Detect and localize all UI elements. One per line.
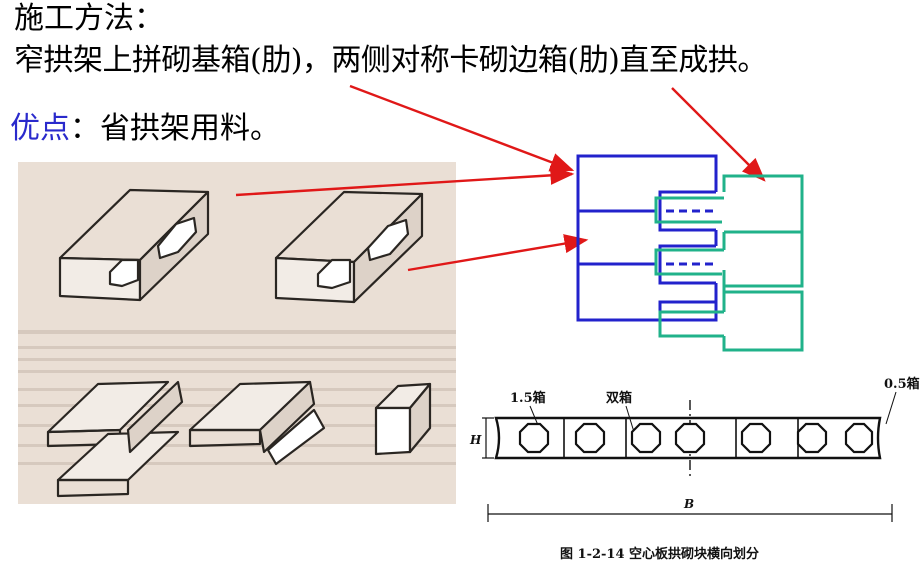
section-heading: 施工方法：	[14, 1, 164, 36]
construction-description: 窄拱架上拼砌基箱(肋)，两侧对称卡砌边箱(肋)直至成拱。	[14, 43, 767, 78]
advantage-line: 优点：省拱架用料。	[10, 112, 280, 146]
label-1-5-box: 1.5箱	[510, 390, 546, 406]
hollow-slab-cross-section: 1.5箱 双箱 0.5箱 H B 图 1-2-14 空心板拱砌块横向划分	[466, 372, 923, 567]
side-box-stack	[654, 174, 804, 352]
arrow-to-base-box-2	[235, 165, 575, 197]
arrow-to-base-box-1	[349, 84, 575, 172]
hollow-box-block-illustration	[18, 162, 456, 504]
advantage-colon: ：	[70, 111, 100, 146]
label-0-5-box: 0.5箱	[884, 376, 920, 392]
label-double-box: 双箱	[606, 390, 632, 406]
arrow-to-base-box-3	[407, 234, 589, 272]
dimension-width-label: B	[683, 497, 694, 511]
dimension-height-label: H	[469, 433, 482, 447]
advantage-label: 优点	[10, 111, 70, 146]
arrow-to-side-box	[671, 87, 766, 182]
advantage-text: 省拱架用料。	[100, 111, 280, 146]
base-box-stack	[576, 154, 718, 322]
figure-caption: 图 1-2-14 空心板拱砌块横向划分	[560, 546, 759, 562]
